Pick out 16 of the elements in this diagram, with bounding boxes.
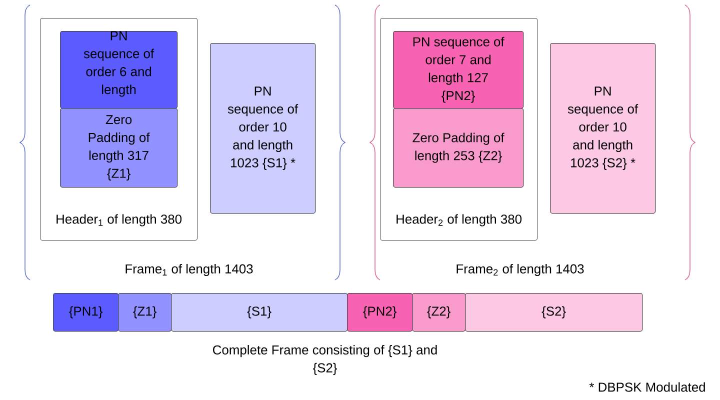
- footnote: * DBPSK Modulated: [589, 382, 705, 392]
- padding-box: Zero Padding of length 253 {Z2}: [393, 108, 524, 188]
- frame-segment: {Z1}: [118, 293, 172, 332]
- sequence-box: PN sequence of order 10 and length 1023 {S2} *: [550, 43, 656, 214]
- frame-segment: {PN2}: [347, 293, 413, 332]
- sequence-box: PN sequence of order 6 and length: [60, 31, 178, 109]
- sequence-box: PN sequence of order 7 and length 127 {PN2}: [393, 31, 524, 109]
- frame-segment: {S2}: [465, 293, 643, 332]
- frame-segment: {S1}: [171, 293, 348, 332]
- frame-label: Frame$_{2}$ of length 1403: [456, 264, 584, 276]
- frame-segment: {PN1}: [53, 293, 119, 332]
- padding-box: Zero Padding of length 317 {Z1}: [60, 108, 178, 188]
- sequence-box: PN sequence of order 10 and length 1023 {S1} *: [210, 43, 316, 214]
- caption: Complete Frame consisting of {S1} and {S2}: [213, 345, 437, 375]
- frame-segment: {Z2}: [412, 293, 466, 332]
- frame-label: Frame$_{1}$ of length 1403: [126, 264, 253, 276]
